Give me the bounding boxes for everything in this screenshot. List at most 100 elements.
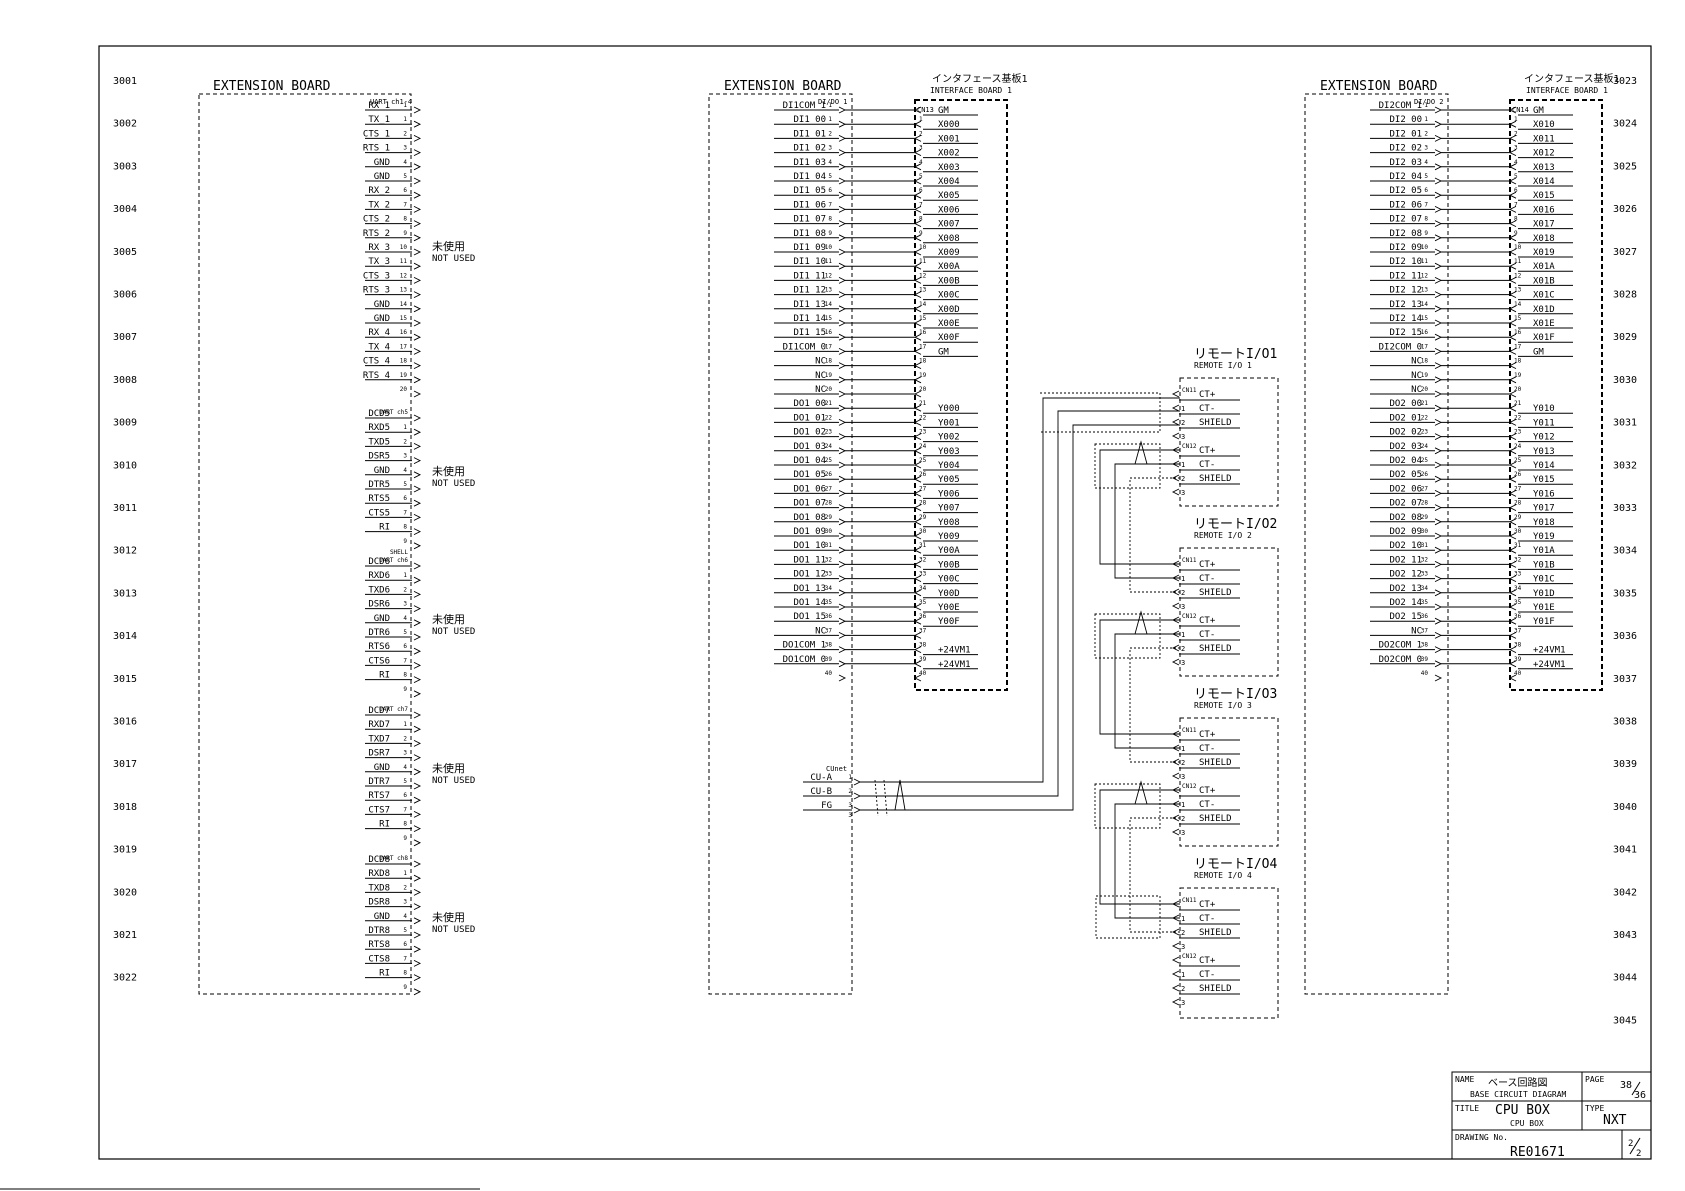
dio-pin-number: 3 xyxy=(1424,145,1428,152)
dio-right-pin: 33 xyxy=(919,571,927,578)
dio-right-pin: 36 xyxy=(919,613,927,620)
dio-right-pin: 27 xyxy=(919,485,927,492)
dio-right-pin: 23 xyxy=(919,429,927,436)
uart-signal-label: RX_4 xyxy=(368,328,390,338)
uart-pin-number: 4 xyxy=(403,764,407,771)
dio-right-pin: 20 xyxy=(1514,386,1522,393)
dio-signal-label: NC xyxy=(1411,626,1422,636)
dio-pin-number: 39 xyxy=(825,656,833,663)
dio-right-label: X018 xyxy=(1533,234,1555,244)
dio-right-pin: 36 xyxy=(1514,613,1522,620)
dio-right-pin: 13 xyxy=(1514,287,1522,294)
row-number-columns: 3001300230033004300530063007300830093010… xyxy=(113,76,1637,1026)
daisy-twist-mark xyxy=(1134,780,1148,805)
remote-io-title-jp: リモートI/O2 xyxy=(1194,517,1277,532)
pin-arrow xyxy=(413,120,422,128)
dio-signal-label: DO2 07 xyxy=(1389,499,1422,509)
cunet-pin-number: 1 xyxy=(848,774,852,781)
dio-right-label: X002 xyxy=(938,149,960,159)
dio-signal-label: DI2 02 xyxy=(1389,144,1422,154)
uart-signal-label: CTS_3 xyxy=(363,271,390,281)
dio-right-pin: 14 xyxy=(919,301,927,308)
dio-signal-label: DI1 03 xyxy=(793,158,826,168)
pin-arrow xyxy=(1434,418,1443,426)
dio-pin-number: 4 xyxy=(828,159,832,166)
dio-right-pin: 26 xyxy=(919,471,927,478)
dio-pin-number: 11 xyxy=(825,258,833,265)
dio-pin-number: 29 xyxy=(825,514,833,521)
dio-pin-number: 3 xyxy=(828,145,832,152)
sheet-number: 2 xyxy=(1628,1139,1633,1149)
remote-pin-label: SHIELD xyxy=(1199,644,1232,654)
dio-right-label: X008 xyxy=(938,234,960,244)
title-sub: CPU BOX xyxy=(1510,1119,1544,1128)
dio-signal-label: DO2 12 xyxy=(1389,570,1422,580)
dio-pin-number: 8 xyxy=(1424,216,1428,223)
pin-arrow xyxy=(413,768,422,776)
pin-arrow xyxy=(413,177,422,185)
pin-arrow xyxy=(838,220,847,228)
remote-pin-label: CT- xyxy=(1199,404,1215,414)
daisy-chain-shield xyxy=(1129,817,1180,933)
dio-right-label: Y018 xyxy=(1533,518,1555,528)
dio-right-label: Y00A xyxy=(938,546,960,556)
pin-arrow xyxy=(413,874,422,882)
uart-shell-label: SHELL xyxy=(390,549,408,556)
pin-arrow xyxy=(853,806,862,814)
dio2-extension-board: EXTENSION BOARD インタフェース基板1 INTERFACE BOA… xyxy=(1304,72,1620,995)
dio-signal-label: NC xyxy=(815,371,826,381)
dio-pin-number: 26 xyxy=(1421,471,1429,478)
uart-pin-number: 4 xyxy=(403,159,407,166)
pin-arrow xyxy=(1171,772,1180,780)
pin-arrow xyxy=(1434,347,1443,355)
remote-pin-label: CT+ xyxy=(1199,956,1216,966)
dio-pin-number: 8 xyxy=(828,216,832,223)
pin-arrow xyxy=(1434,305,1443,313)
pin-arrow xyxy=(413,134,422,142)
dio-right-label: Y008 xyxy=(938,518,960,528)
row-number-right: 3024 xyxy=(1613,119,1637,130)
remote-pin-label: CT- xyxy=(1199,744,1215,754)
dio-right-pin: 39 xyxy=(919,656,927,663)
dio-pin-number: 20 xyxy=(825,386,833,393)
dio-signal-label: DI2COM_1 xyxy=(1379,101,1422,111)
pin-arrow xyxy=(913,631,922,639)
dio-signal-label: DI1 13 xyxy=(793,300,826,310)
pin-arrow xyxy=(1508,106,1517,114)
dio-pin-number: 15 xyxy=(825,315,833,322)
page-label: PAGE xyxy=(1585,1075,1604,1084)
pin-arrow xyxy=(838,589,847,597)
remote-pin-number: 3 xyxy=(1181,659,1185,667)
dio-right-pin: 21 xyxy=(919,400,927,407)
pin-arrow xyxy=(1434,177,1443,185)
not-used-jp: 未使用 xyxy=(432,240,465,253)
dio-right-pin: 38 xyxy=(1514,642,1522,649)
dio-right-label: X003 xyxy=(938,163,960,173)
row-number-right: 3028 xyxy=(1613,290,1637,301)
uart-pin-number: 1 xyxy=(403,424,407,431)
uart-signal-label: GND xyxy=(374,158,390,168)
uart-pin-number: 12 xyxy=(400,272,408,279)
remote-pin-label: CT+ xyxy=(1199,730,1216,740)
dio-pin-number: 1 xyxy=(828,102,832,109)
dio-pin-number: 2 xyxy=(1424,130,1428,137)
pin-arrow xyxy=(1434,631,1443,639)
dio-right-label: Y01C xyxy=(1533,575,1555,585)
dio-pin-number: 21 xyxy=(825,400,833,407)
dio-signal-label: DO2 01 xyxy=(1389,413,1422,423)
dio-right-label: Y019 xyxy=(1533,532,1555,542)
pin-arrow xyxy=(1171,488,1180,496)
pin-arrow xyxy=(413,542,422,550)
dio-pin-number: 33 xyxy=(1421,571,1429,578)
pin-arrow xyxy=(913,646,922,654)
dio-right-label: +24VM1 xyxy=(938,660,971,670)
dio-right-pin: 12 xyxy=(1514,272,1522,279)
pin-arrow xyxy=(838,262,847,270)
pin-arrow xyxy=(413,220,422,228)
dio-right-label: Y017 xyxy=(1533,504,1555,514)
uart-signal-label: DTR7 xyxy=(368,777,390,787)
pin-arrow xyxy=(838,347,847,355)
pin-arrow xyxy=(838,504,847,512)
